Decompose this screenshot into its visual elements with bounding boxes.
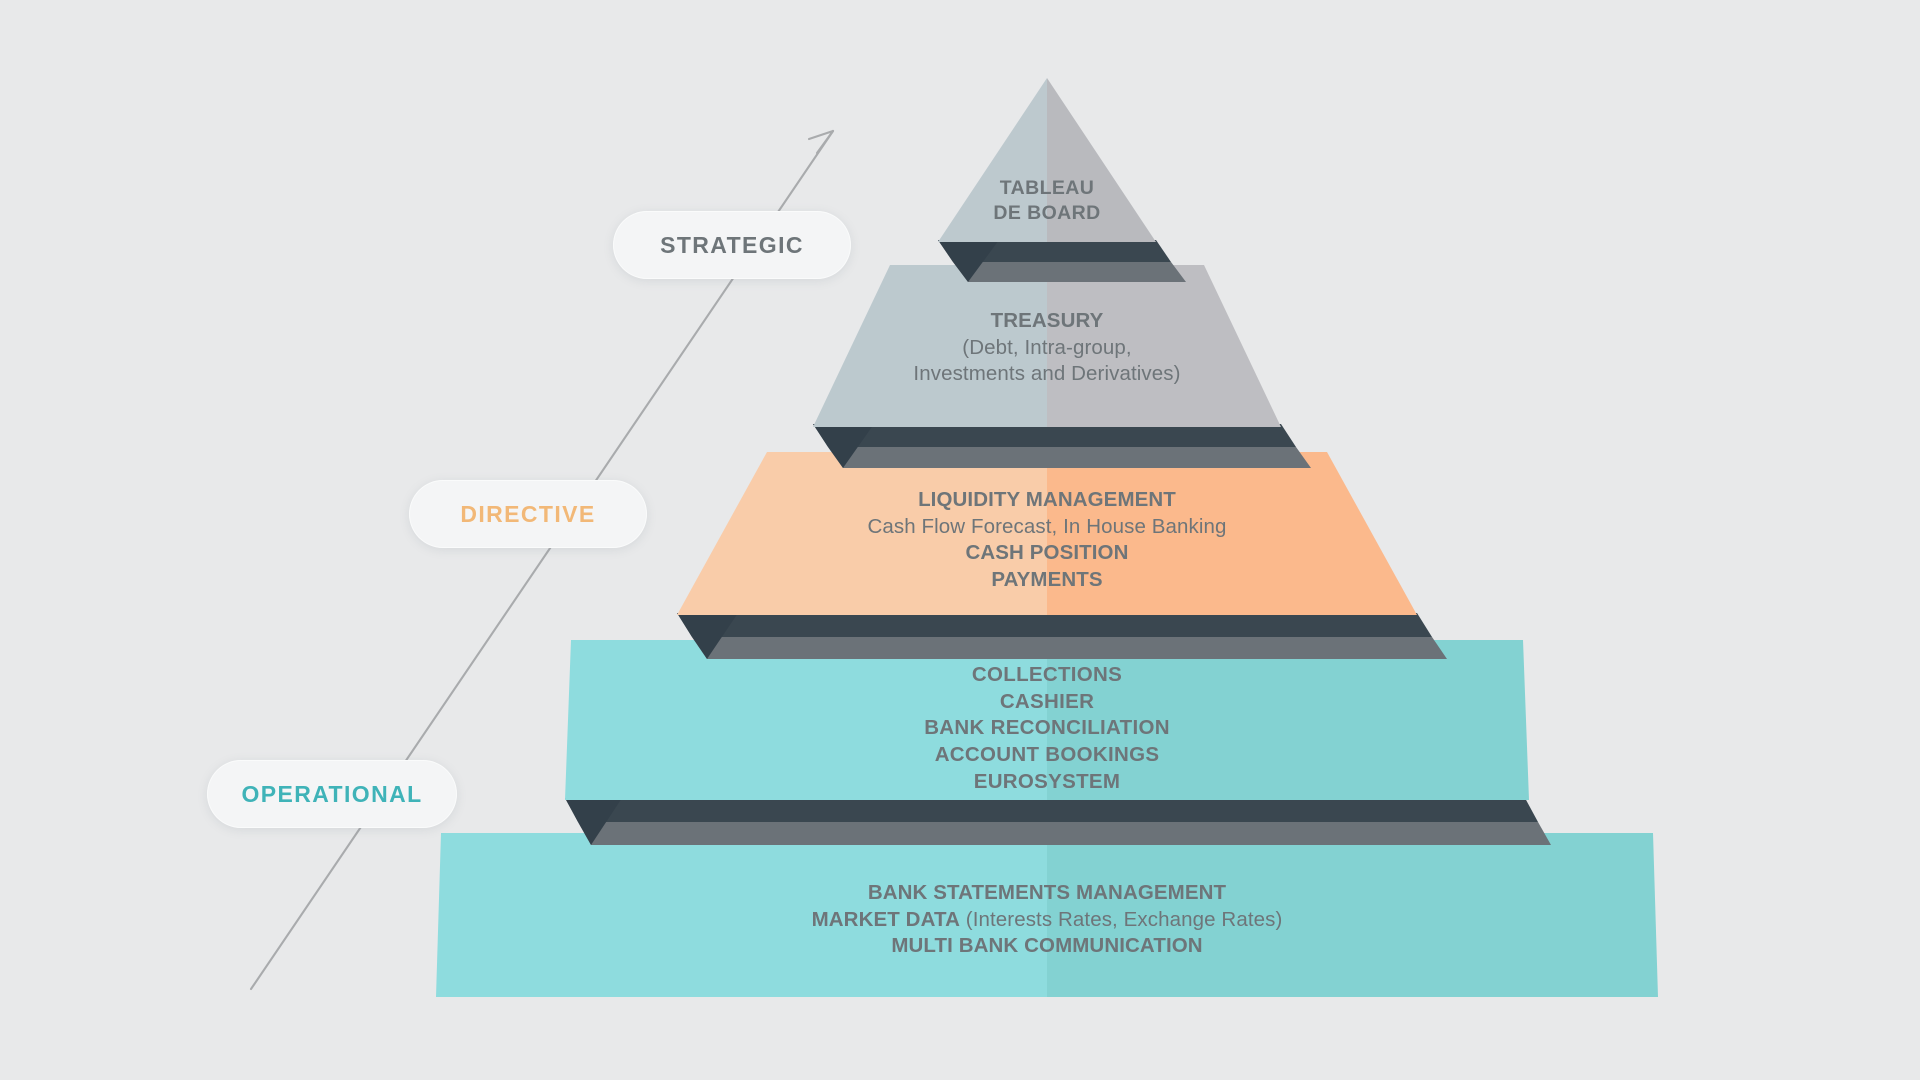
pill-directive-label: DIRECTIVE <box>460 500 596 527</box>
pill-operational[interactable]: OPERATIONAL <box>207 760 457 828</box>
pyramid-level-liquidity <box>677 452 1417 615</box>
pyramid-slab-3 <box>677 613 1447 659</box>
pyramid-slab-2 <box>813 424 1311 468</box>
pyramid-slab-4 <box>565 798 1551 845</box>
pill-directive[interactable]: DIRECTIVE <box>409 480 647 548</box>
pyramid-level-apex <box>938 78 1156 242</box>
pill-strategic-label: STRATEGIC <box>660 231 804 258</box>
pill-strategic[interactable]: STRATEGIC <box>613 211 851 279</box>
pyramid-slab-1 <box>938 240 1186 282</box>
pyramid-level-base <box>436 833 1658 997</box>
pill-operational-label: OPERATIONAL <box>241 780 423 807</box>
pyramid-level-collections <box>565 640 1529 800</box>
pyramid-level-treasury <box>813 265 1281 427</box>
